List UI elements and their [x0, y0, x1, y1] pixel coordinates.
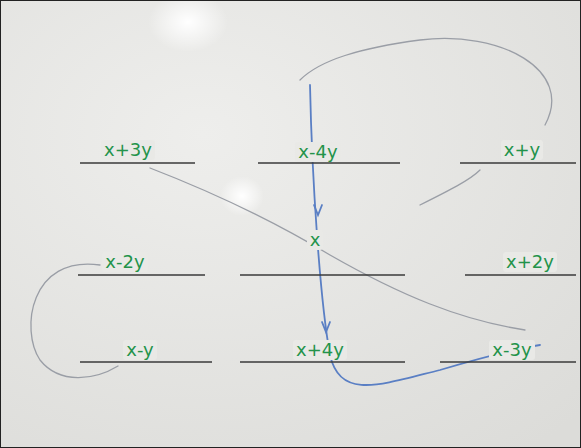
expression-label: x-3y [489, 340, 534, 360]
expression-label: x+y [501, 140, 543, 160]
expression-label: x-y [123, 340, 156, 360]
grey-curve [150, 168, 525, 330]
answer-underline [258, 162, 400, 163]
expression-label: x-2y [102, 252, 147, 272]
expression-label: x+2y [503, 252, 557, 272]
expression-label: x [307, 230, 324, 250]
grey-curve [31, 264, 118, 378]
blue-arrow-mark [314, 205, 322, 215]
answer-underline [465, 274, 576, 275]
answer-underline [80, 162, 195, 163]
answer-underline [240, 274, 405, 275]
expression-label: x+4y [293, 340, 347, 360]
expression-label: x-4y [295, 142, 340, 162]
light-glare [148, 0, 228, 52]
expression-label: x+3y [101, 140, 155, 160]
answer-underline [440, 361, 576, 362]
answer-underline [80, 361, 212, 362]
answer-underline [460, 162, 576, 163]
answer-underline [240, 361, 405, 362]
light-glare [220, 176, 264, 216]
answer-underline [78, 274, 205, 275]
grey-curve [420, 170, 480, 205]
grey-curve [300, 38, 552, 125]
blue-arrow-mark [322, 322, 330, 332]
